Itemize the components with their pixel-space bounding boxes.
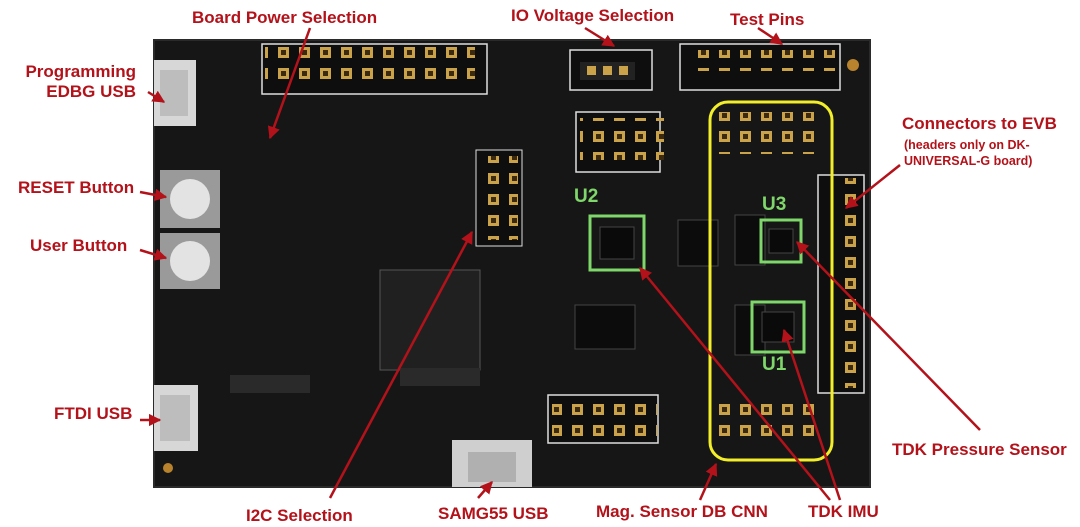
- arrow-connectors: [845, 164, 901, 209]
- u2-highlight: [588, 214, 646, 272]
- label-programming-edbg-usb: Programming EDBG USB: [2, 62, 136, 101]
- label-tdk-imu: TDK IMU: [808, 502, 879, 521]
- label-reset-button: RESET Button: [18, 178, 135, 197]
- label-user-button: User Button: [30, 236, 128, 255]
- label-test-pins: Test Pins: [730, 10, 805, 29]
- arrow-pressure: [796, 241, 981, 431]
- chip-label-u1: U1: [762, 354, 787, 375]
- arrow-board-power: [267, 27, 312, 140]
- arrow-tdk-imu-u1: [781, 328, 842, 501]
- samg55-mcu: [379, 269, 481, 371]
- arrow-test-pins: [757, 26, 784, 46]
- label-connectors-note-line1: (headers only on DK-: [904, 138, 1030, 152]
- chip-label-u3: U3: [762, 194, 787, 215]
- label-connectors-to-evb: Connectors to EVB: [902, 114, 1057, 133]
- chip-label-u2: U2: [574, 186, 599, 207]
- mount-hole: [163, 463, 173, 473]
- u3-highlight: [759, 218, 803, 264]
- label-i2c-selection: I2C Selection: [246, 506, 353, 525]
- arrow-mag-sensor: [698, 462, 718, 501]
- mount-hole: [847, 59, 859, 71]
- arrow-i2c: [328, 230, 474, 499]
- label-connectors-note: (headers only on DK- UNIVERSAL-G board): [904, 138, 1032, 169]
- u1-highlight: [750, 300, 806, 354]
- connector-highlight-frame: [708, 100, 834, 462]
- label-tdk-pressure-sensor: TDK Pressure Sensor: [892, 440, 1067, 459]
- label-io-voltage-selection: IO Voltage Selection: [511, 6, 675, 25]
- label-samg55-usb: SAMG55 USB: [438, 504, 549, 523]
- arrow-samg55-usb: [477, 481, 493, 499]
- label-programming-line1: Programming: [25, 62, 136, 81]
- arrow-tdk-imu-u2: [639, 267, 831, 501]
- arrow-reset: [139, 188, 168, 202]
- label-board-power-selection: Board Power Selection: [192, 8, 378, 27]
- arrow-programming: [147, 90, 166, 104]
- label-mag-sensor-db-cnn: Mag. Sensor DB CNN: [596, 502, 768, 521]
- label-programming-line2: EDBG USB: [46, 81, 136, 101]
- label-connectors-note-line2: UNIVERSAL-G board): [904, 153, 1033, 168]
- label-ftdi-usb: FTDI USB: [54, 404, 133, 423]
- arrow-user: [139, 248, 168, 261]
- arrow-io-voltage: [584, 26, 616, 48]
